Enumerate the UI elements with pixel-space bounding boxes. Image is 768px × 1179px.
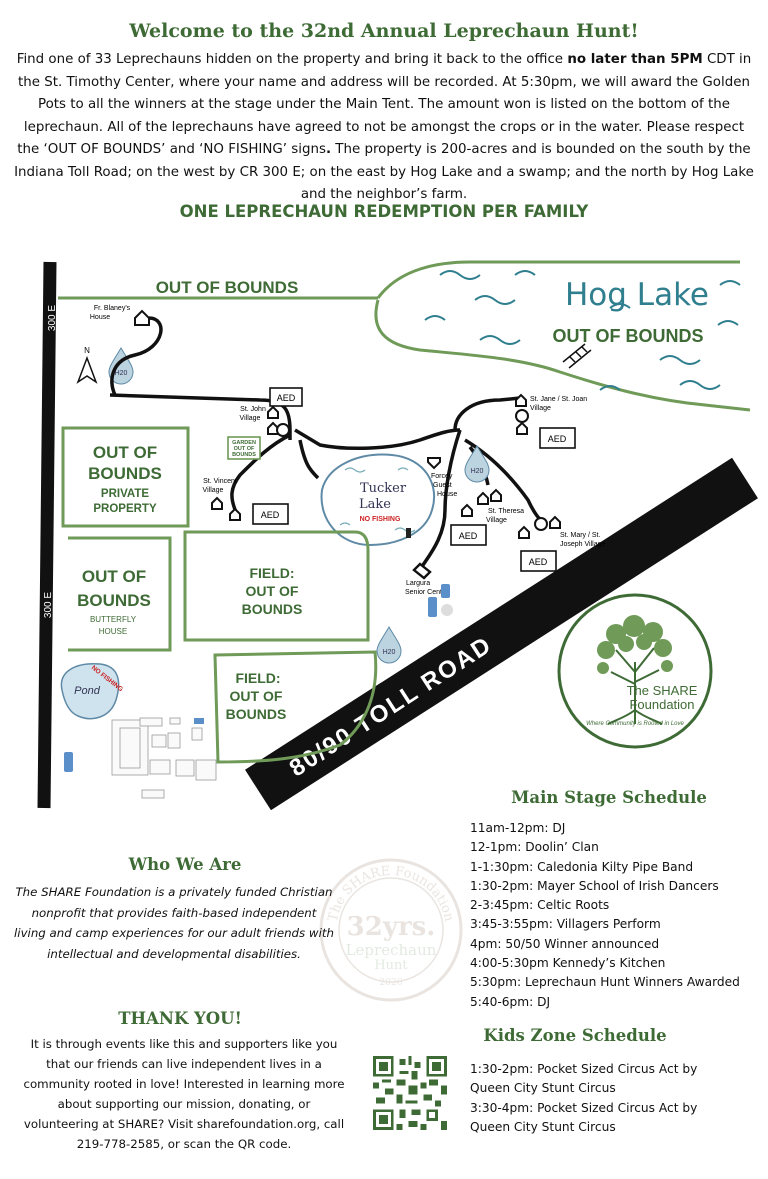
hog-lake-label: Hog Lake [565,277,709,313]
oob-lake: OUT OF BOUNDS [553,326,704,346]
thanks-text: It is through events like this and suppo… [23,1037,345,1151]
svg-text:AED: AED [459,531,478,541]
field-2 [213,650,378,764]
logo-tagline: Where Community is Rooted in Love [586,721,684,727]
main-stage-item: 1:30-2pm: Mayer School of Irish Dancers [470,878,719,893]
main-stage-item: 5:40-6pm: DJ [470,994,551,1009]
hog-lake-shore [376,260,740,299]
svg-text:H20: H20 [383,649,396,656]
main-stage-item: 5:30pm: Leprechaun Hunt Winners Awarded [470,975,740,990]
property-map: 300 E 300 E 80/90 TOLL ROAD OUT OF BOUND… [37,260,758,810]
who-text: The SHARE Foundation is a privately fund… [14,885,334,961]
svg-text:Hunt: Hunt [374,958,408,973]
svg-text:AED: AED [277,393,296,403]
svg-text:2026: 2026 [380,978,403,988]
main-stage-item: 4pm: 50/50 Winner announced [470,936,660,951]
main-stage-item: 1-1:30pm: Caledonia Kilty Pipe Band [470,859,694,874]
aed-box-st-theresa: AED [450,524,487,546]
main-stage-item: 2-3:45pm: Celtic Roots [470,898,610,913]
svg-text:32yrs.: 32yrs. [347,912,436,942]
svg-text:AED: AED [261,510,280,520]
forcey-house-icon [427,457,441,470]
redemption-notice: ONE LEPRECHAUN REDEMPTION PER FAMILY [179,202,589,221]
st-mary-houses [518,515,561,539]
water-drop-icon: H20 [108,347,134,385]
campus-buildings [111,717,217,799]
butterfly-house-area [68,536,172,652]
st-mary-label: St. Mary / St.Joseph Village [560,532,606,548]
svg-text:AED: AED [529,557,548,567]
aed-box-st-mary: AED [520,550,557,572]
dock [562,343,592,369]
aed-box-st-john: AED [269,387,303,407]
house-icon [134,309,150,326]
main-stage-heading: Main Stage Schedule [511,788,707,807]
qr-code[interactable] [373,1056,447,1130]
pond [60,663,120,720]
aed-box-st-vincent: AED [252,503,289,525]
lake-waves [424,270,741,391]
road-300e-label-2: 300 E [43,592,54,618]
water-drop-icon: H20 [376,626,402,664]
kids-zone-heading: Kids Zone Schedule [483,1026,667,1045]
st-jane-houses [515,393,529,435]
largura-building-icon [412,562,432,580]
north-arrow-icon [76,355,98,384]
main-stage-item: 12-1pm: Doolin’ Clan [470,840,599,855]
kids-zone-item: Queen City Stunt Circus [470,1119,616,1134]
st-vincent-houses [211,496,241,521]
page-title: Welcome to the 32nd Annual Leprechaun Hu… [129,20,639,42]
kids-zone-item: Queen City Stunt Circus [470,1081,616,1096]
main-stage-item: 4:00-5:30pm Kennedy’s Kitchen [470,956,666,971]
aed-box-st-jane: AED [539,427,576,449]
road-300e-label: 300 E [47,305,58,331]
field-1 [183,530,370,642]
main-stage-item: 3:45-3:55pm: Villagers Perform [470,917,661,932]
toll-road [245,457,758,810]
water-drop-icon: H20 [464,445,490,483]
svg-text:H20: H20 [471,468,484,475]
pond-label: Pond [74,685,101,697]
private-property-area [61,426,190,528]
portable-toilet-icon [428,584,453,617]
st-john-houses [267,405,290,437]
thanks-heading: THANK YOU! [118,1009,242,1028]
leprechaun-hunt-watermark: The SHARE Foundation 32yrs. Leprechaun H… [319,858,463,1002]
intro-text: Find one of 33 Leprechauns hidden on the… [14,52,754,202]
kids-zone-item: 1:30-2pm: Pocket Sized Circus Act by [470,1062,698,1076]
road-300e [37,261,57,809]
svg-text:Leprechaun: Leprechaun [346,941,437,959]
who-heading: Who We Are [128,855,242,874]
st-theresa-houses [461,488,502,517]
svg-text:H20: H20 [115,370,128,377]
oob-top: OUT OF BOUNDS [156,278,299,297]
no-fishing-label: NO FISHING [360,516,401,523]
main-stage-item: 11am-12pm: DJ [470,821,566,835]
kids-zone-list: 1:30-2pm: Pocket Sized Circus Act by Quee… [470,1060,697,1137]
kids-zone-item: 3:30-4pm: Pocket Sized Circus Act by [470,1100,698,1115]
north-letter: N [84,346,90,355]
tree-icon [607,647,663,725]
svg-text:AED: AED [548,434,567,444]
tucker-lake [320,453,436,547]
main-stage-list: 11am-12pm: DJ 12-1pm: Doolin’ Clan 1-1:30p… [470,819,740,1012]
